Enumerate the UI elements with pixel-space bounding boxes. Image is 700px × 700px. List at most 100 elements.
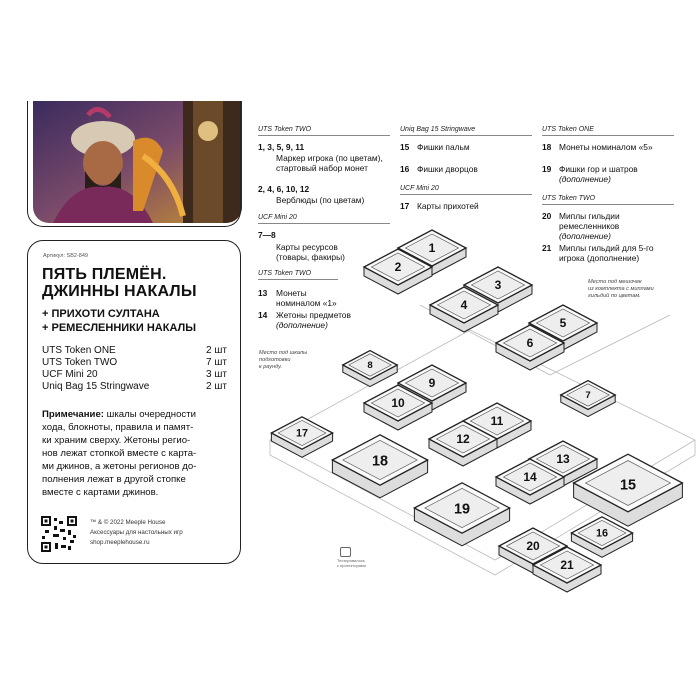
item-number: 15 <box>400 142 410 152</box>
item-text: (товары, факиры) <box>276 252 345 262</box>
ann-line: к раунду. <box>259 364 283 370</box>
tray-number: 18 <box>372 454 388 470</box>
tray-well <box>370 252 426 282</box>
item-text: (дополнение) <box>559 174 611 184</box>
ann-line: подготовки <box>259 357 291 363</box>
tray-number: 14 <box>523 470 537 484</box>
tray-well <box>348 353 392 377</box>
item-text: ремесленников <box>559 221 620 231</box>
shop-link[interactable]: shop.meeplehouse.ru <box>90 539 150 546</box>
divider <box>542 204 674 205</box>
tray-19: 19 <box>413 482 511 547</box>
tray-well <box>435 424 491 454</box>
tray-2: 2 <box>362 248 434 295</box>
item-text: (дополнение) <box>559 231 611 241</box>
title-line-1: ПЯТЬ ПЛЕМЁН. <box>42 266 167 283</box>
tested-line: с протекторами <box>337 563 366 568</box>
section-heading: UCF Mini 20 <box>258 214 297 221</box>
note-line: вместе с картами джинов. <box>42 487 159 498</box>
expansion-1: + ПРИХОТИ СУЛТАНА <box>42 308 160 320</box>
tray-21: 21 <box>531 546 603 593</box>
tray-well <box>577 519 627 547</box>
item-number: 21 <box>542 243 552 253</box>
item-text: Жетоны предметов <box>276 310 351 320</box>
tray-well <box>469 406 525 436</box>
tray-number: 5 <box>560 316 567 330</box>
divider <box>258 135 390 136</box>
tray-18: 18 <box>331 434 429 499</box>
item-number: 16 <box>400 164 410 174</box>
item-text: (дополнение) <box>276 320 328 330</box>
tray-7: 7 <box>559 379 617 418</box>
item-text: стартовый набор монет <box>276 163 368 173</box>
item-text: Монеты номиналом «5» <box>559 142 653 152</box>
divider <box>258 223 390 224</box>
tray-well <box>342 439 418 481</box>
tray-number: 17 <box>296 428 308 440</box>
token-qty: 2 шт <box>206 381 227 392</box>
tray-10: 10 <box>362 384 434 431</box>
note-line: ми джинов, а жетоны регионов до- <box>42 461 197 472</box>
ann-line: Место под шкалы <box>259 350 308 356</box>
sultan-illustration <box>33 101 242 223</box>
tray-number: 19 <box>454 502 470 518</box>
token-name: Uniq Bag 15 Stringwave <box>42 381 150 392</box>
section-heading: UTS Token TWO <box>258 126 312 133</box>
item-number: 13 <box>258 288 268 298</box>
tray-number: 10 <box>391 396 405 410</box>
tray-number: 9 <box>429 376 436 390</box>
section-heading: UTS Token ONE <box>542 126 594 133</box>
tray-well <box>539 550 595 580</box>
tray-well <box>505 531 561 561</box>
item-text: Фишки дворцов <box>417 164 478 174</box>
section-heading: UTS Token TWO <box>258 270 312 277</box>
sleeve-icon <box>340 547 351 557</box>
tray-number: 11 <box>491 414 504 428</box>
tray-16: 16 <box>570 516 634 558</box>
tray-number: 12 <box>456 432 470 446</box>
expansion-2: + РЕМЕСЛЕННИКИ НАКАЛЫ <box>42 322 197 334</box>
section-heading: UCF Mini 20 <box>400 185 439 192</box>
tray-well <box>566 383 610 407</box>
tray-number: 21 <box>560 558 574 572</box>
note-line: нов лежат стопкой вместе с карта- <box>42 448 197 459</box>
ann-line: из комплекта с миплами <box>588 286 654 292</box>
bag-annotation: Место под мешочек из комплекта с миплами… <box>588 279 654 300</box>
item-text: игрока (дополнение) <box>559 253 640 263</box>
info-card <box>27 240 241 564</box>
item-number: 19 <box>542 164 552 174</box>
qr-code[interactable] <box>41 516 77 552</box>
ann-line: гильдий по цветам. <box>588 293 641 299</box>
tray-number: 1 <box>429 241 436 255</box>
item-text: Монеты <box>276 288 307 298</box>
tray-well <box>535 308 591 338</box>
divider <box>542 135 674 136</box>
item-text: Фишки пальм <box>417 142 470 152</box>
item-text: Карты ресурсов <box>276 242 338 252</box>
item-text: номиналом «1» <box>276 298 337 308</box>
token-qty: 2 шт <box>206 345 227 356</box>
tray-number: 16 <box>596 528 608 540</box>
tray-12: 12 <box>427 420 499 467</box>
token-qty: 3 шт <box>206 369 227 380</box>
note-label: Примечание: <box>42 409 104 420</box>
illustration-frame <box>27 101 241 227</box>
item-text: Маркер игрока (по цветам), <box>276 153 383 163</box>
note-line: хода, блокноты, правила и памят- <box>42 422 194 433</box>
tray-number: 3 <box>495 278 502 292</box>
item-text: Верблюды (по цветам) <box>276 195 365 205</box>
item-number: 18 <box>542 142 552 152</box>
tray-well <box>404 233 460 263</box>
tray-number: 4 <box>461 298 468 312</box>
item-number: 1, 3, 5, 9, 11 <box>258 142 305 152</box>
tested-note: Тестировалось с протекторами <box>337 558 366 568</box>
ann-line: Место под мешочек <box>588 279 642 285</box>
note-line: шкалы очередности <box>103 409 196 420</box>
token-row: Uniq Bag 15 Stringwave 2 шт <box>42 381 227 392</box>
item-text: Карты прихотей <box>417 201 479 211</box>
token-name: UTS Token TWO <box>42 357 118 368</box>
